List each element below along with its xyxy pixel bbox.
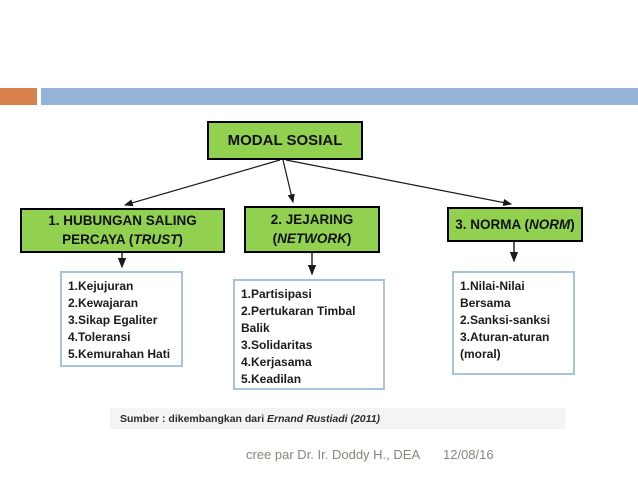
footer-credit: cree par Dr. Ir. Doddy H., DEA xyxy=(246,447,421,462)
header-accent-orange-bar xyxy=(0,88,37,105)
list-item: 3.Aturan-aturan (moral) xyxy=(460,330,550,361)
branch-trust-label: 1. HUBUNGAN SALING PERCAYA (TRUST) xyxy=(48,213,197,247)
list-item: 3.Sikap Egaliter xyxy=(68,313,158,327)
detail-box-network: 1.Partisipasi 2.Pertukaran Timbal Balik … xyxy=(233,279,385,390)
branch-node-trust: 1. HUBUNGAN SALING PERCAYA (TRUST) xyxy=(20,208,225,253)
list-item: 4.Toleransi xyxy=(68,330,131,344)
root-node-label: MODAL SOSIAL xyxy=(227,132,343,149)
branch-node-network: 2. JEJARING (NETWORK) xyxy=(244,206,380,253)
list-item: 2.Kewajaran xyxy=(68,296,139,310)
list-item: 1.Nilai-Nilai Bersama xyxy=(460,279,525,310)
header-accent-blue-bar xyxy=(41,88,638,105)
list-item: 4.Kerjasama xyxy=(241,355,312,369)
arrow-root-to-network xyxy=(282,159,295,204)
arrow-root-to-trust xyxy=(123,159,281,207)
source-note: Sumber : dikembangkan dari Ernand Rustia… xyxy=(110,408,565,429)
list-item: 1.Partisipasi xyxy=(241,287,312,301)
footer-date: 12/08/16 xyxy=(443,447,494,462)
detail-box-trust: 1.Kejujuran 2.Kewajaran 3.Sikap Egaliter… xyxy=(60,271,183,367)
branch-norm-label: 3. NORMA (NORM) xyxy=(455,217,575,232)
list-item: 3.Solidaritas xyxy=(241,338,313,352)
branch-network-label: 2. JEJARING (NETWORK) xyxy=(270,212,354,246)
list-item: 2.Pertukaran Timbal Balik xyxy=(241,304,356,335)
list-item: 5.Keadilan xyxy=(241,372,302,386)
root-node-modal-sosial: MODAL SOSIAL xyxy=(207,121,363,160)
list-item: 5.Kemurahan Hati xyxy=(68,347,171,361)
list-item: 2.Sanksi-sanksi xyxy=(460,313,551,327)
arrow-root-to-norm xyxy=(285,159,513,207)
list-item: 1.Kejujuran xyxy=(68,279,134,293)
detail-box-norm: 1.Nilai-Nilai Bersama 2.Sanksi-sanksi 3.… xyxy=(452,271,575,375)
branch-node-norm: 3. NORMA (NORM) xyxy=(447,207,583,242)
source-note-text: Sumber : dikembangkan dari Ernand Rustia… xyxy=(120,412,381,425)
